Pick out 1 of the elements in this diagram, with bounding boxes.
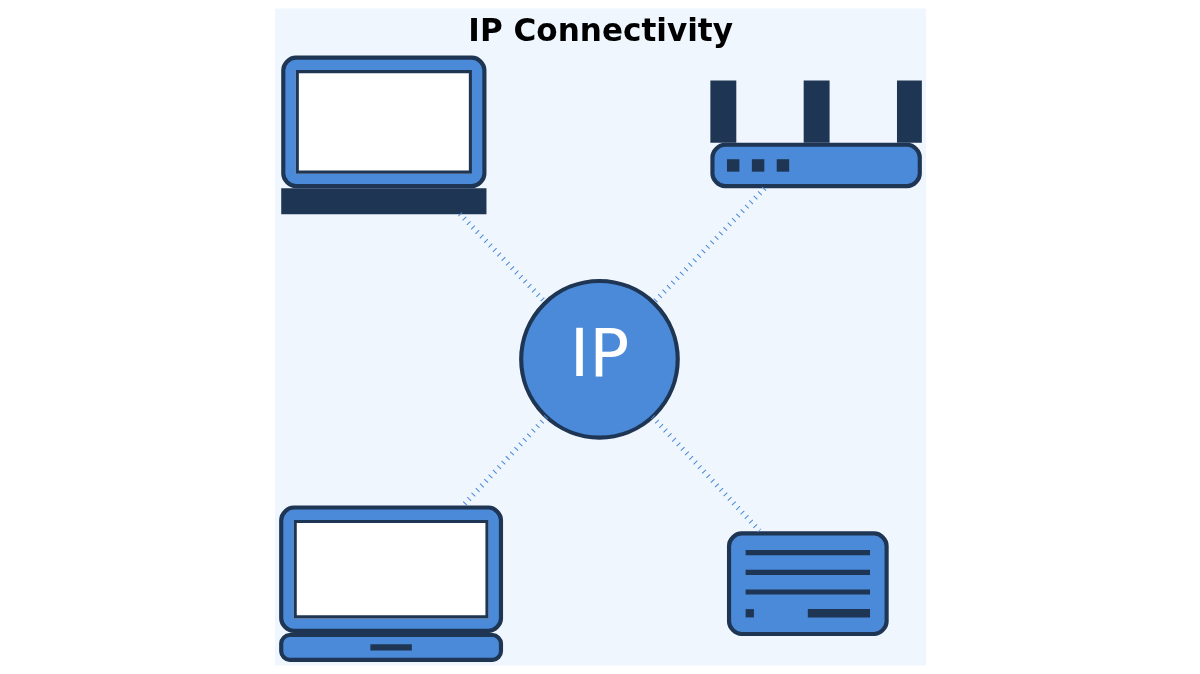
diagram-title: IP Connectivity xyxy=(467,11,733,48)
